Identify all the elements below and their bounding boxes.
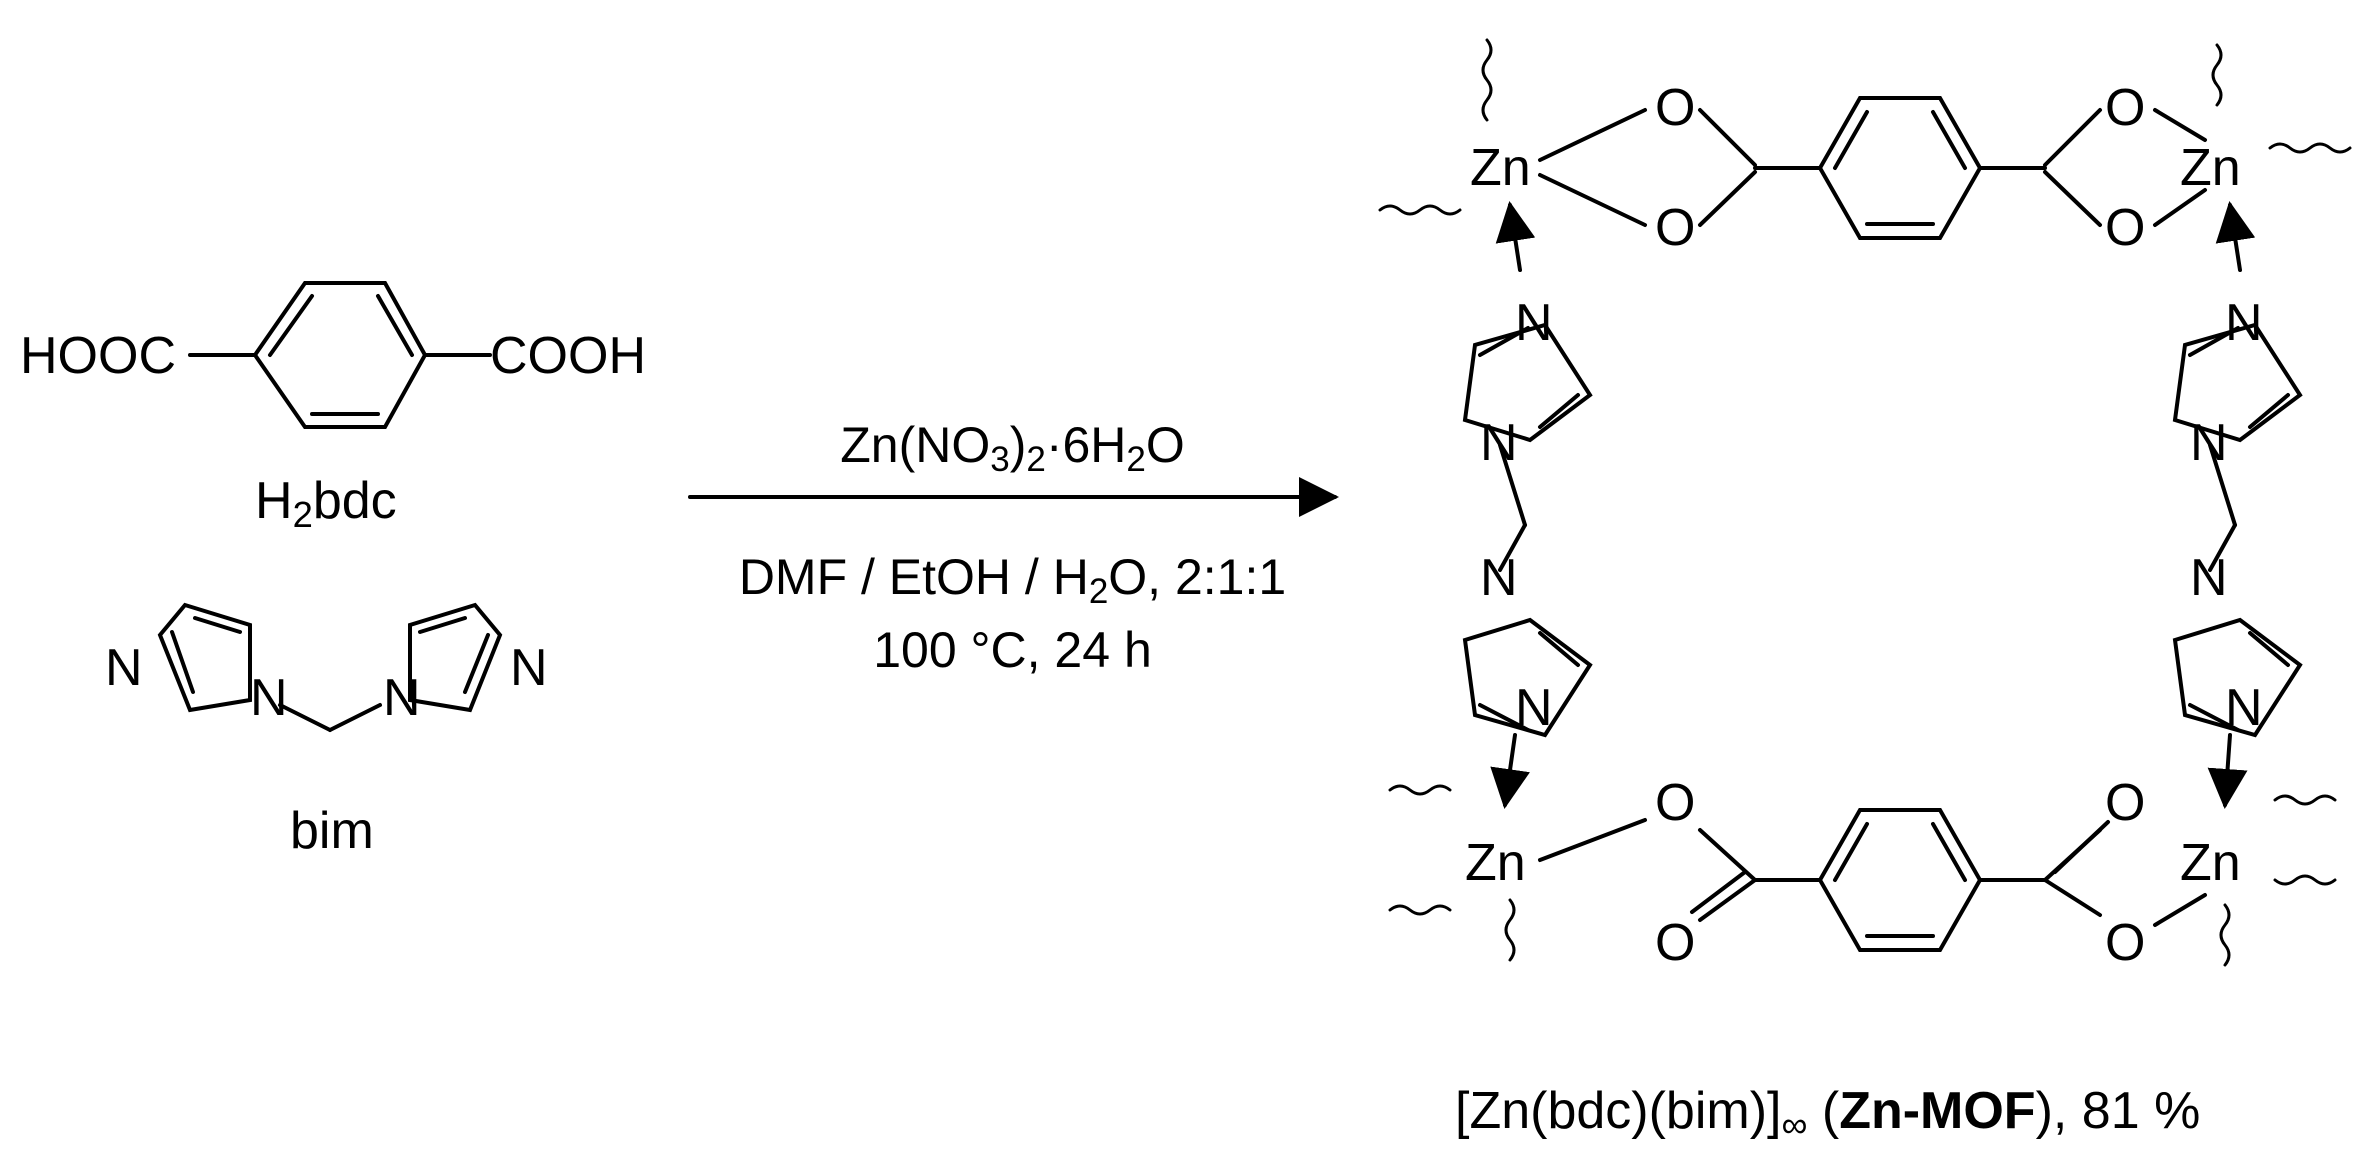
reagent-label: Zn(NO3)2·6H2O — [840, 417, 1185, 479]
atom-zn: Zn — [2180, 139, 2241, 197]
atom-o: O — [2105, 199, 2145, 257]
atom-n: N — [2190, 549, 2228, 607]
atom-o: O — [1655, 914, 1695, 972]
polymer-continuation-bonds — [1378, 38, 2352, 967]
left-bim-linker — [1462, 322, 1593, 738]
atom-n: N — [1480, 549, 1518, 607]
temperature-time-label: 100 °C, 24 h — [873, 622, 1152, 678]
solvent-label: DMF / EtOH / H2O, 2:1:1 — [738, 549, 1287, 611]
atom-zn: Zn — [1470, 139, 1531, 197]
h2bdc-structure — [188, 281, 492, 429]
atom-n: N — [2190, 414, 2228, 472]
atom-n: N — [2225, 294, 2263, 352]
atom-n: N — [1480, 414, 1518, 472]
atom-labels: N N N N Zn Zn Zn Zn O O O O O O O O N N … — [105, 79, 2263, 972]
atom-o: O — [2105, 774, 2145, 832]
product-caption: [Zn(bdc)(bim)]∞ (Zn-MOF), 81 % — [1455, 1082, 2201, 1146]
h2bdc-left-group: HOOC — [20, 327, 176, 385]
coordination-arrows — [1490, 201, 2256, 809]
atom-n: N — [250, 669, 288, 727]
atom-o: O — [1655, 199, 1695, 257]
atom-n: N — [105, 639, 143, 697]
right-bim-linker — [2172, 322, 2303, 738]
atom-o: O — [2105, 79, 2145, 137]
atom-n: N — [1515, 294, 1553, 352]
h2bdc-name-label: H2bdc — [255, 472, 397, 536]
bim-name-label: bim — [290, 802, 374, 860]
atom-o: O — [1655, 79, 1695, 137]
atom-zn: Zn — [2180, 834, 2241, 892]
top-bdc-linker — [1538, 96, 2207, 240]
atom-n: N — [2225, 679, 2263, 737]
atom-o: O — [2105, 914, 2145, 972]
atom-n: N — [1515, 679, 1553, 737]
atom-n: N — [510, 639, 548, 697]
atom-n: N — [383, 669, 421, 727]
atom-zn: Zn — [1465, 834, 1526, 892]
h2bdc-right-group: COOH — [490, 327, 646, 385]
bim-structure — [157, 602, 503, 732]
atom-o: O — [1655, 774, 1695, 832]
bottom-bdc-linker — [1538, 808, 2207, 952]
